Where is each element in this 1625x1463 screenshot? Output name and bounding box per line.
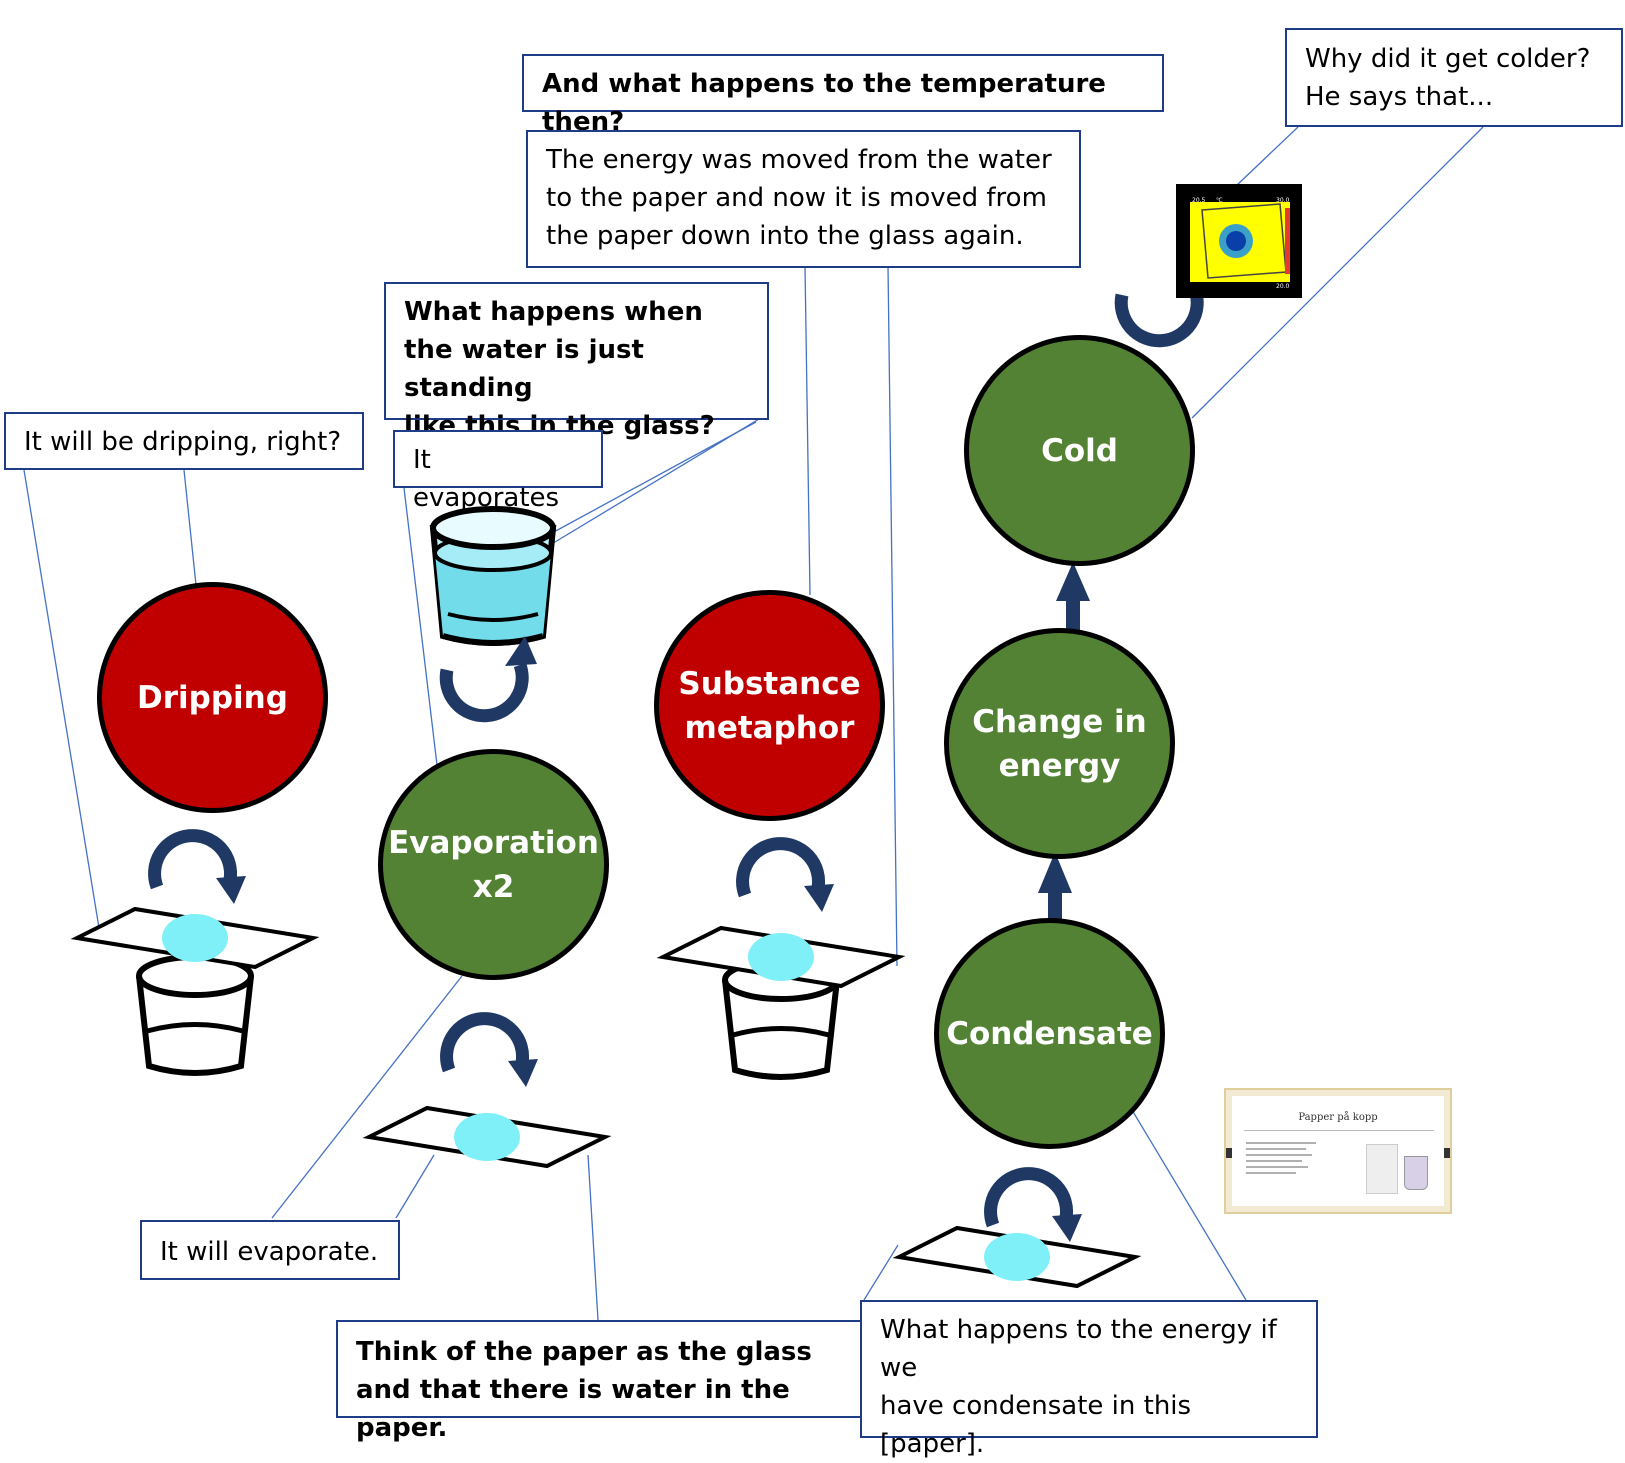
callout-energy-condensate: What happens to the energy if we have co… <box>860 1300 1318 1459</box>
callout-what-happens-water: What happens when the water is just stan… <box>384 282 769 441</box>
callout-temperature-then: And what happens to the temperature then… <box>522 54 1164 137</box>
thermal-top-left: 20.5 <box>1192 197 1206 204</box>
slide-thumbnail: Papper på kopp <box>1224 1088 1452 1214</box>
curved-arrow-icon <box>743 844 834 912</box>
node-evaporation: Evaporation x2 <box>378 749 609 980</box>
water-glass-icon <box>429 506 557 646</box>
node-cold: Cold <box>964 335 1195 566</box>
connector-lines <box>23 126 1484 1321</box>
slide-cup-image <box>1404 1156 1428 1190</box>
paper-icon <box>897 1226 1137 1288</box>
up-arrow-icon <box>1038 852 1072 920</box>
paper-icon <box>661 926 901 988</box>
thermal-unit: ℃ <box>1216 197 1223 204</box>
glass-icon <box>139 957 251 1073</box>
curved-arrow-icon <box>447 1019 538 1087</box>
thermal-bottom-right: 20.0 <box>1276 283 1290 290</box>
paper-icon <box>367 1106 607 1168</box>
up-arrow-icon <box>1056 562 1090 630</box>
paper-icon <box>75 907 315 969</box>
thermal-top-right: 30.0 <box>1276 197 1290 204</box>
slide-title: Papper på kopp <box>1298 1112 1378 1123</box>
thermal-image: 20.5 ℃ 30.0 20.0 <box>1176 184 1302 298</box>
curved-arrow-icon <box>991 1174 1082 1242</box>
node-change-in-energy: Change in energy <box>944 628 1175 859</box>
callout-it-will-evaporate: It will evaporate. <box>140 1220 400 1280</box>
thermal-graphic <box>1190 202 1290 282</box>
callout-think-paper: Think of the paper as the glass and that… <box>336 1320 874 1443</box>
callout-it-evaporates: It evaporates <box>393 430 603 513</box>
curved-arrow-icon <box>155 836 246 904</box>
node-condensate: Condensate <box>934 918 1165 1149</box>
callout-dripping-right: It will be dripping, right? <box>4 412 364 470</box>
curved-arrow-icon <box>446 636 537 716</box>
callout-why-colder: Why did it get colder? He says that... <box>1285 28 1623 127</box>
node-substance-metaphor: Substance metaphor <box>654 590 885 821</box>
callout-energy-moved: The energy was moved from the water to t… <box>526 130 1081 268</box>
slide-text-lines <box>1246 1138 1316 1178</box>
node-dripping: Dripping <box>97 582 328 813</box>
slide-paper-image <box>1366 1144 1398 1194</box>
